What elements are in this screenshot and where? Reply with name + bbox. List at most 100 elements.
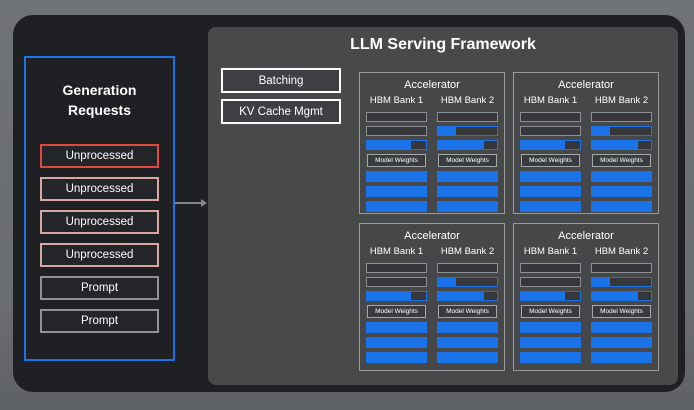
request-label: Unprocessed xyxy=(65,183,134,195)
memory-bar xyxy=(437,140,498,150)
component-box-batching: Batching xyxy=(221,68,341,93)
model-weight-bar xyxy=(366,171,427,182)
memory-bar-fill xyxy=(592,127,610,135)
memory-bar-fill xyxy=(521,141,566,149)
model-weights-label: Model Weights xyxy=(375,157,418,164)
llm-serving-framework-panel: LLM Serving Framework Batching KV Cache M… xyxy=(208,27,678,385)
model-weight-bar xyxy=(437,322,498,333)
memory-bar xyxy=(366,112,427,122)
memory-bar xyxy=(520,112,581,122)
hbm-bank: HBM Bank 1 Model Weights xyxy=(520,244,581,367)
generation-requests-title-line1: Generation xyxy=(62,82,137,98)
model-weight-bar xyxy=(520,352,581,363)
memory-bar xyxy=(366,277,427,287)
memory-bar xyxy=(366,263,427,273)
component-box-kv-cache-mgmt: KV Cache Mgmt xyxy=(221,99,341,124)
memory-bar-fill xyxy=(438,141,485,149)
memory-bar xyxy=(366,291,427,301)
model-weight-bar xyxy=(520,337,581,348)
hbm-bank-label: HBM Bank 2 xyxy=(440,95,495,106)
request-box-unprocessed: Unprocessed xyxy=(40,210,159,234)
model-weights-box: Model Weights xyxy=(592,305,651,318)
accelerator-title: Accelerator xyxy=(558,79,614,91)
model-weight-bar xyxy=(520,322,581,333)
model-weights-label: Model Weights xyxy=(600,157,643,164)
hbm-bank-label: HBM Bank 2 xyxy=(594,95,649,106)
memory-bar-fill xyxy=(438,127,456,135)
component-label: KV Cache Mgmt xyxy=(239,105,323,118)
model-weights-label: Model Weights xyxy=(446,157,489,164)
request-label: Unprocessed xyxy=(65,249,134,261)
request-label: Prompt xyxy=(80,282,119,294)
request-label: Prompt xyxy=(80,315,119,327)
memory-bar xyxy=(366,126,427,136)
model-weight-bar xyxy=(437,337,498,348)
hbm-bank: HBM Bank 2 Model Weights xyxy=(437,93,498,213)
flow-arrow xyxy=(175,202,201,204)
accelerator-title: Accelerator xyxy=(558,230,614,242)
request-label: Unprocessed xyxy=(65,216,134,228)
generation-requests-title: Generation Requests xyxy=(26,80,173,120)
request-box-unprocessed: Unprocessed xyxy=(40,243,159,267)
memory-bar xyxy=(437,291,498,301)
memory-bar-fill xyxy=(521,292,566,300)
memory-bar xyxy=(591,112,652,122)
model-weights-label: Model Weights xyxy=(600,308,643,315)
memory-bar xyxy=(520,277,581,287)
memory-bar-fill xyxy=(367,141,412,149)
memory-bar xyxy=(520,263,581,273)
model-weights-box: Model Weights xyxy=(367,154,426,167)
memory-bar-fill xyxy=(592,292,639,300)
model-weight-bar xyxy=(437,186,498,197)
memory-bar xyxy=(437,263,498,273)
model-weight-bar xyxy=(437,201,498,212)
request-box-unprocessed: Unprocessed xyxy=(40,177,159,201)
model-weights-box: Model Weights xyxy=(438,154,497,167)
memory-bar xyxy=(366,140,427,150)
memory-bar xyxy=(591,263,652,273)
model-weight-bar xyxy=(437,352,498,363)
model-weight-bar xyxy=(366,186,427,197)
hbm-bank: HBM Bank 1 Model Weights xyxy=(366,244,427,367)
model-weight-bar xyxy=(366,337,427,348)
memory-bar xyxy=(591,126,652,136)
model-weight-bar xyxy=(366,322,427,333)
model-weights-box: Model Weights xyxy=(592,154,651,167)
model-weights-box: Model Weights xyxy=(367,305,426,318)
model-weight-bar xyxy=(437,171,498,182)
accelerator-title: Accelerator xyxy=(404,79,460,91)
model-weight-bar xyxy=(591,337,652,348)
memory-bar xyxy=(437,126,498,136)
request-box-unprocessed: Unprocessed xyxy=(40,144,159,168)
model-weights-label: Model Weights xyxy=(529,308,572,315)
hbm-bank-label: HBM Bank 1 xyxy=(369,246,424,257)
component-label: Batching xyxy=(258,74,304,87)
framework-title: LLM Serving Framework xyxy=(350,36,536,53)
memory-bar-fill xyxy=(592,278,610,286)
component-list: Batching KV Cache Mgmt xyxy=(221,68,341,124)
model-weight-bar xyxy=(591,352,652,363)
memory-bar-fill xyxy=(438,292,485,300)
model-weights-box: Model Weights xyxy=(521,305,580,318)
flow-arrow-head-icon xyxy=(201,199,207,207)
model-weights-label: Model Weights xyxy=(375,308,418,315)
memory-bar-fill xyxy=(592,141,639,149)
model-weight-bar xyxy=(520,171,581,182)
accelerator-title: Accelerator xyxy=(404,230,460,242)
memory-bar xyxy=(520,140,581,150)
hbm-bank-label: HBM Bank 1 xyxy=(523,246,578,257)
memory-bar-fill xyxy=(438,278,456,286)
memory-bar xyxy=(591,291,652,301)
